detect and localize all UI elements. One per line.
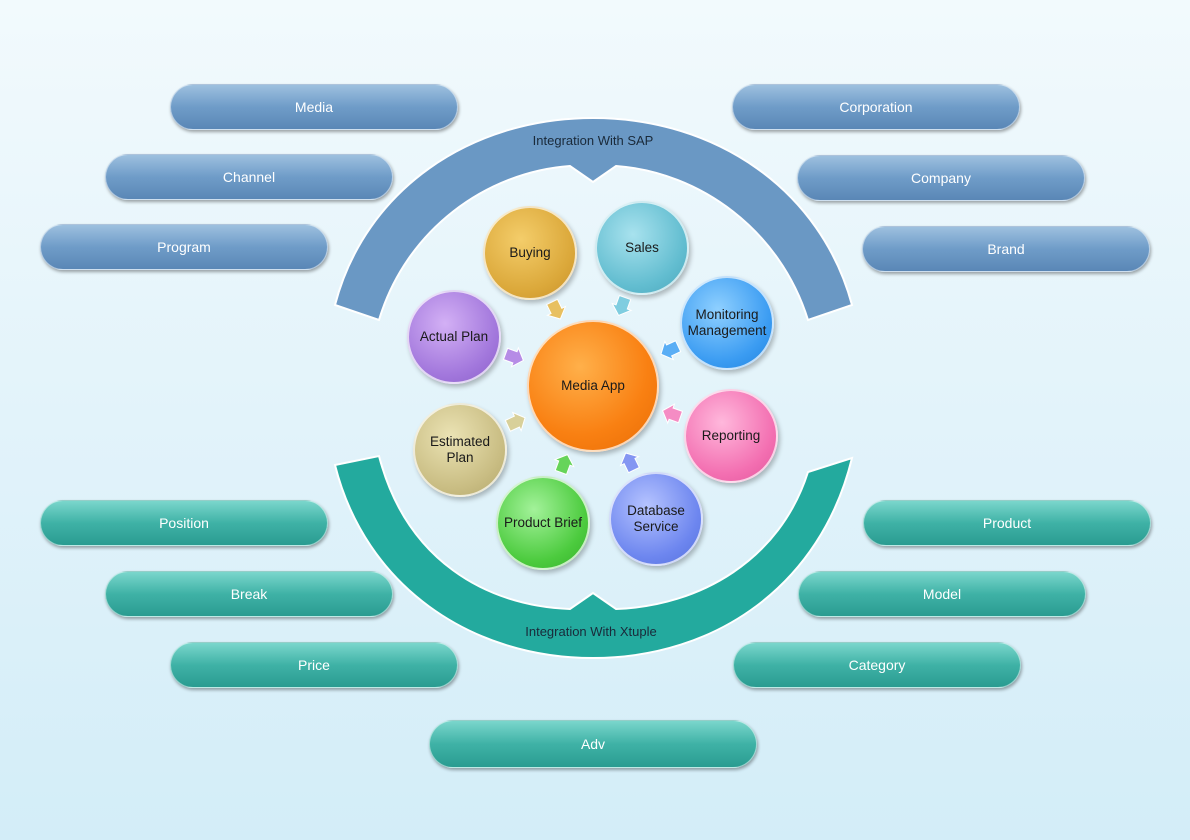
arrow-icon <box>553 453 575 476</box>
arrow-icon <box>611 294 633 317</box>
node-actual-plan: Actual Plan <box>407 290 501 384</box>
pill-brand: Brand <box>862 226 1150 272</box>
node-database-service: Database Service <box>609 472 703 566</box>
pill-adv: Adv <box>429 720 757 768</box>
arrow-icon <box>545 298 567 320</box>
pill-price: Price <box>170 642 458 688</box>
sap-arc <box>333 116 854 322</box>
pill-corporation: Corporation <box>732 84 1020 130</box>
node-product-brief: Product Brief <box>496 476 590 570</box>
arrow-icon <box>660 339 682 361</box>
pill-position: Position <box>40 500 328 546</box>
xtuple-arc <box>333 454 854 660</box>
arrow-icon <box>502 346 525 368</box>
arrow-icon <box>619 452 641 474</box>
pill-category: Category <box>733 642 1021 688</box>
arrow-icon <box>661 403 684 425</box>
node-reporting: Reporting <box>684 389 778 483</box>
node-monitoring-management: Monitoring Management <box>680 276 774 370</box>
pill-media: Media <box>170 84 458 130</box>
node-sales: Sales <box>595 201 689 295</box>
pill-program: Program <box>40 224 328 270</box>
node-buying: Buying <box>483 206 577 300</box>
node-estimated-plan: Estimated Plan <box>413 403 507 497</box>
arrow-icon <box>504 411 526 433</box>
pill-company: Company <box>797 155 1085 201</box>
pill-model: Model <box>798 571 1086 617</box>
pill-channel: Channel <box>105 154 393 200</box>
xtuple-arc-label: Integration With Xtuple <box>525 624 657 639</box>
pill-product: Product <box>863 500 1151 546</box>
pill-break: Break <box>105 571 393 617</box>
center-media-app: Media App <box>527 320 659 452</box>
sap-arc-label: Integration With SAP <box>532 133 654 148</box>
